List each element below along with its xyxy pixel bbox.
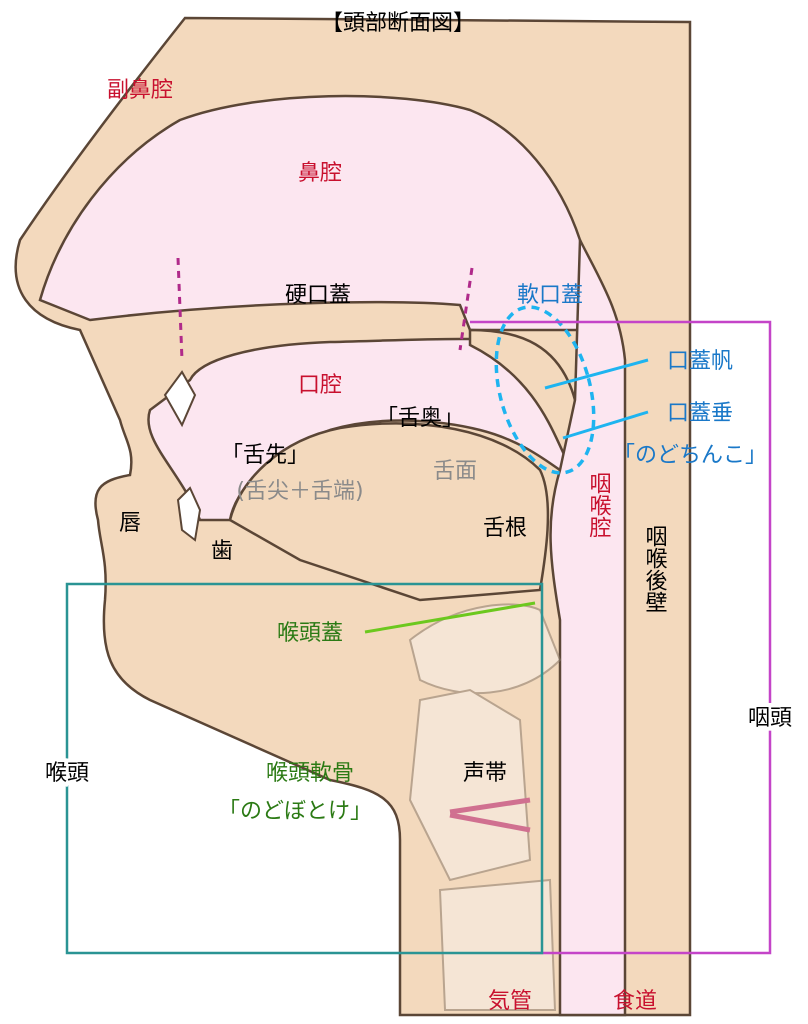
label-lips: 唇: [119, 511, 141, 536]
larynx-box: [65, 582, 544, 955]
label-tongue-back: 「舌奥」: [376, 406, 464, 431]
hard-palate-boundary-front: [176, 257, 184, 361]
label-adams-apple: 「のどぼとけ」: [218, 799, 372, 824]
upper-tooth: [163, 370, 197, 428]
label-tongue-tip-detail: (舌尖＋舌端): [236, 479, 363, 504]
hard-palate-boundary-back: [458, 267, 474, 351]
label-paranasal-sinus: 副鼻腔: [107, 78, 173, 103]
label-larynx: 喉頭: [45, 761, 89, 786]
label-laryngeal-cartilage: 喉頭軟骨: [266, 761, 354, 786]
label-hard-palate: 硬口蓋: [285, 283, 351, 308]
label-pharyngeal-cavity: 咽喉腔: [586, 472, 612, 538]
larynx-cartilage-drawing: [408, 603, 562, 1011]
label-tongue-tip: 「舌先」: [221, 443, 309, 468]
label-uvula: 口蓋垂: [667, 401, 733, 426]
nasal-cavity: [38, 94, 612, 332]
label-oral-cavity: 口腔: [298, 373, 342, 398]
label-nasal-cavity: 鼻腔: [298, 161, 342, 186]
pharynx-tube: [549, 239, 627, 1017]
label-esophagus: 食道: [613, 989, 657, 1014]
tongue: [228, 422, 550, 602]
label-pharynx: 咽頭: [748, 706, 792, 731]
label-epiglottis: 喉頭蓋: [277, 621, 343, 646]
label-tongue-root: 舌根: [483, 516, 527, 541]
velum-pointer: [544, 358, 649, 390]
lower-tooth: [176, 486, 202, 542]
label-teeth: 歯: [211, 539, 233, 564]
label-posterior-pharyngeal-wall: 咽喉後壁: [642, 525, 668, 613]
pharynx-bracket: [470, 320, 772, 955]
label-uvula-common: 「のどちんこ」: [613, 443, 767, 468]
epiglottis-pointer: [364, 601, 536, 634]
label-trachea: 気管: [488, 989, 532, 1014]
label-tongue-surface: 舌面: [433, 459, 477, 484]
uvula-pointer: [562, 410, 649, 440]
label-vocal-cords: 声帯: [463, 761, 507, 786]
diagram-title: 【頭部断面図】: [321, 11, 475, 36]
vocal-cords-shape: [449, 797, 531, 833]
label-velum: 口蓋帆: [667, 349, 733, 374]
label-soft-palate: 軟口蓋: [517, 283, 583, 308]
soft-palate-dashed-outline: [494, 305, 596, 475]
